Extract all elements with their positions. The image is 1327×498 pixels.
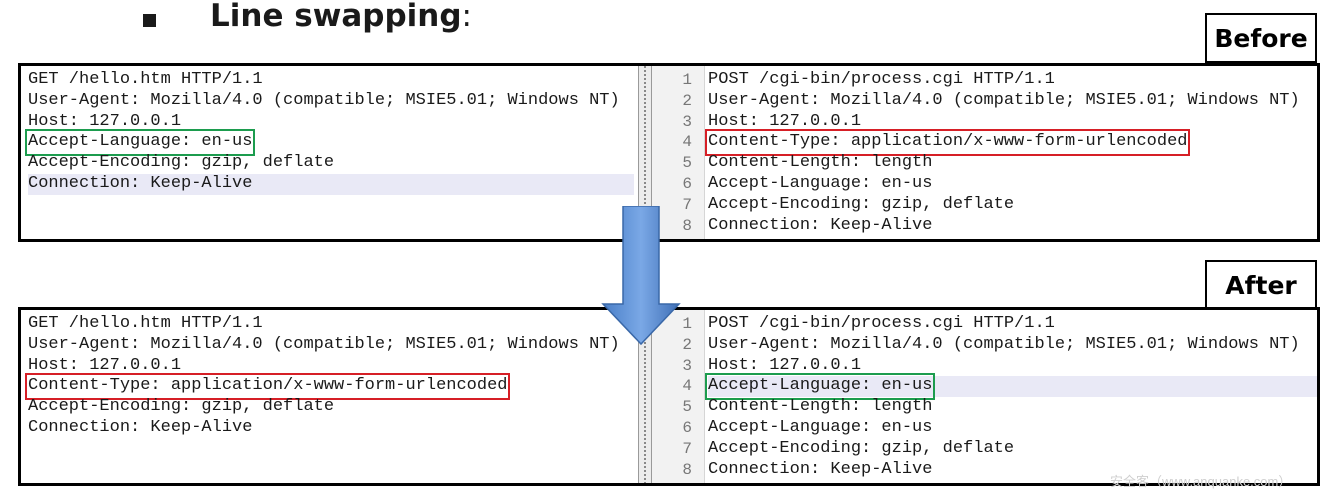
code-line: Content-Type: application/x-www-form-url… (24, 373, 634, 401)
before-left-code: GET /hello.htm HTTP/1.1 User-Agent: Mozi… (24, 70, 634, 195)
code-line: User-Agent: Mozilla/4.0 (compatible; MSI… (28, 334, 620, 354)
highlight-green-box: Accept-Language: en-us (704, 373, 936, 401)
page-title: Line swapping: (210, 0, 472, 34)
code-line: Accept-Encoding: gzip, deflate (708, 194, 1015, 214)
after-left-pane[interactable]: GET /hello.htm HTTP/1.1 User-Agent: Mozi… (21, 310, 638, 483)
code-line: Accept-Language: en-us (708, 173, 933, 193)
code-line: User-Agent: Mozilla/4.0 (compatible; MSI… (28, 90, 620, 110)
code-line-selected: Connection: Keep-Alive (28, 173, 634, 195)
after-panel: GET /hello.htm HTTP/1.1 User-Agent: Mozi… (18, 307, 1320, 486)
code-line: Host: 127.0.0.1 (708, 355, 862, 375)
line-number-gutter (652, 66, 705, 239)
code-line: User-Agent: Mozilla/4.0 (compatible; MSI… (708, 334, 1300, 354)
before-left-pane[interactable]: GET /hello.htm HTTP/1.1 User-Agent: Mozi… (21, 66, 638, 239)
pane-splitter[interactable] (638, 66, 652, 239)
before-right-code: POST /cgi-bin/process.cgi HTTP/1.1 User-… (704, 70, 1317, 236)
code-line: Host: 127.0.0.1 (708, 111, 862, 131)
code-line-selected: Accept-Language: en-us (704, 373, 1317, 401)
after-right-code: POST /cgi-bin/process.cgi HTTP/1.1 User-… (704, 314, 1317, 480)
after-left-code: GET /hello.htm HTTP/1.1 User-Agent: Mozi… (24, 314, 634, 439)
watermark: 安全客（www.anquanke.com） (1110, 474, 1292, 489)
code-line: Accept-Encoding: gzip, deflate (28, 397, 335, 417)
code-line: User-Agent: Mozilla/4.0 (compatible; MSI… (708, 90, 1300, 110)
code-line: Accept-Encoding: gzip, deflate (28, 153, 335, 173)
square-bullet-icon (143, 14, 156, 27)
code-line: Content-Type: application/x-www-form-url… (704, 129, 1317, 157)
highlight-red-box: Content-Type: application/x-www-form-url… (704, 129, 1191, 157)
code-line: Connection: Keep-Alive (708, 215, 933, 235)
pane-splitter[interactable] (638, 310, 652, 483)
code-line: Accept-Encoding: gzip, deflate (708, 438, 1015, 458)
code-line: Accept-Language: en-us (708, 417, 933, 437)
code-line: Content-Length: length (708, 397, 933, 417)
highlight-red-box: Content-Type: application/x-www-form-url… (24, 373, 511, 401)
after-label: After (1205, 260, 1317, 310)
code-line: Connection: Keep-Alive (708, 459, 933, 479)
code-line: GET /hello.htm HTTP/1.1 (28, 314, 263, 333)
code-line: Accept-Language: en-us (24, 129, 634, 157)
code-line: Host: 127.0.0.1 (28, 111, 182, 131)
code-line: Connection: Keep-Alive (28, 417, 253, 437)
code-line: POST /cgi-bin/process.cgi HTTP/1.1 (708, 314, 1055, 333)
code-line: POST /cgi-bin/process.cgi HTTP/1.1 (708, 70, 1055, 89)
down-arrow-icon (601, 206, 681, 346)
before-label: Before (1205, 13, 1317, 63)
code-line: Content-Length: length (708, 153, 933, 173)
before-panel: GET /hello.htm HTTP/1.1 User-Agent: Mozi… (18, 63, 1320, 242)
highlight-green-box: Accept-Language: en-us (24, 129, 256, 157)
line-number-gutter (652, 310, 705, 483)
code-line: Host: 127.0.0.1 (28, 355, 182, 375)
code-line: GET /hello.htm HTTP/1.1 (28, 70, 263, 89)
